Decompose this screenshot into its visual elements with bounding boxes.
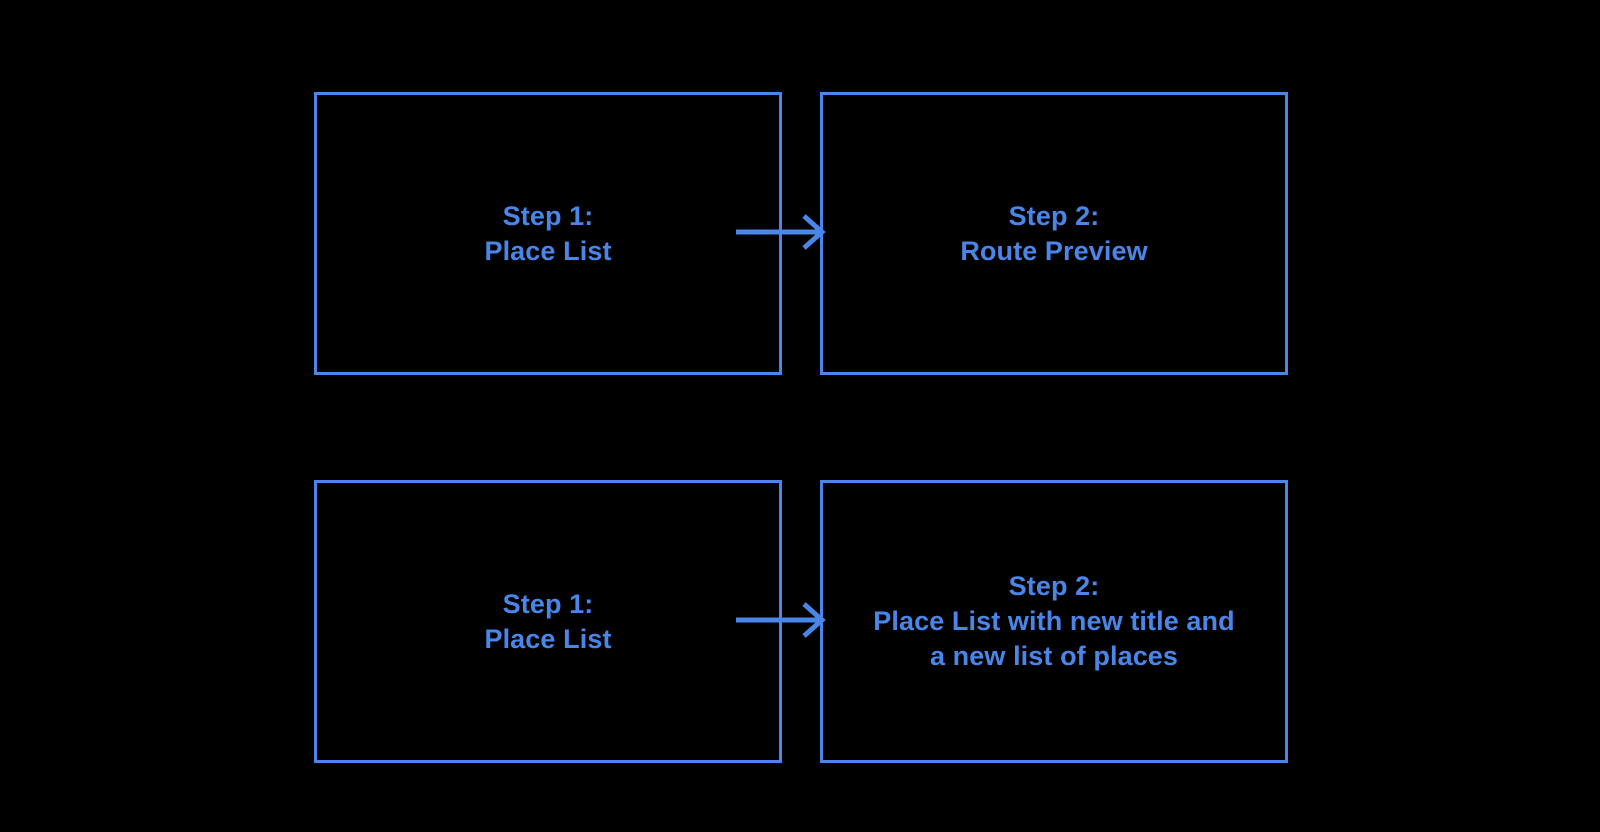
step-box-label: Step 1: Place List (484, 200, 612, 266)
flow-row-new-place-list: Step 1: Place List Step 2: Place List wi… (0, 480, 1600, 770)
flow-row-route-preview: Step 1: Place List Step 2: Route Preview (0, 92, 1600, 382)
step-box-step1-place-list-top[interactable]: Step 1: Place List (314, 92, 782, 375)
step-box-step2-route-preview[interactable]: Step 2: Route Preview (820, 92, 1288, 375)
step-box-label: Step 1: Place List (484, 588, 612, 654)
step-box-step2-new-place-list[interactable]: Step 2: Place List with new title and a … (820, 480, 1288, 763)
step-box-step1-place-list-bottom[interactable]: Step 1: Place List (314, 480, 782, 763)
step-box-label: Step 2: Place List with new title and a … (873, 571, 1235, 671)
step-box-label: Step 2: Route Preview (960, 200, 1148, 266)
